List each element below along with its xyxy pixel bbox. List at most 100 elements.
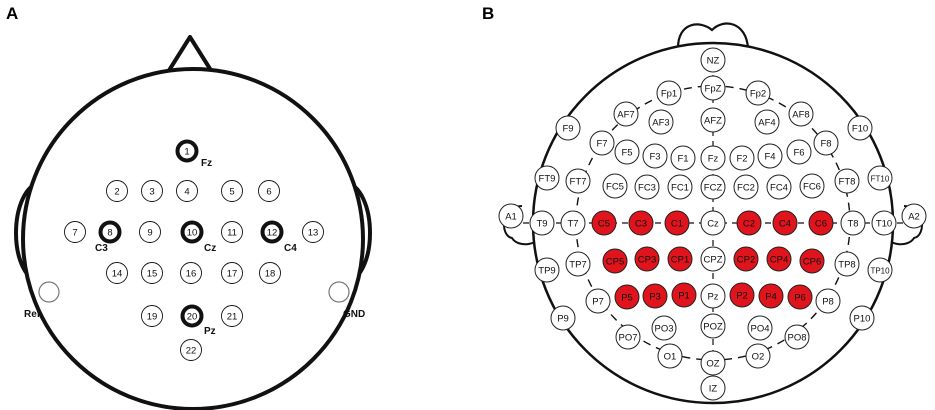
- electrode-label: 21: [227, 312, 238, 323]
- electrode-f8: F8: [813, 130, 839, 156]
- electrode-p5: P5: [614, 284, 640, 310]
- cz-label: Cz: [204, 243, 216, 254]
- electrode-circle: [786, 139, 812, 165]
- electrode-p8: P8: [815, 288, 841, 314]
- electrode-label: FT10: [871, 175, 890, 184]
- electrode-label: 6: [266, 187, 271, 198]
- electrode-tp7: TP7: [565, 251, 591, 277]
- electrode-iz: IZ: [700, 375, 726, 401]
- electrode-label: A2: [908, 212, 920, 223]
- electrode-label: F2: [736, 154, 747, 165]
- electrode-circle: [258, 180, 280, 202]
- electrode-13: 13: [302, 221, 324, 243]
- electrode-7: 7: [64, 221, 86, 243]
- electrode-circle: [736, 210, 762, 236]
- electrode-af3: AF3: [648, 109, 674, 135]
- electrode-label: P7: [592, 297, 604, 308]
- electrode-label: 20: [187, 312, 198, 323]
- electrode-p6: P6: [787, 284, 813, 310]
- electrode-circle: [613, 101, 639, 127]
- electrode-circle: [700, 350, 726, 376]
- electrode-circle: [614, 139, 640, 165]
- electrode-label: F1: [677, 154, 688, 165]
- electrode-label: T10: [876, 219, 892, 230]
- electrode-21: 21: [221, 305, 243, 327]
- electrode-circle: [221, 262, 243, 284]
- electrode-circle: [799, 173, 825, 199]
- electrode-label: 3: [149, 187, 154, 198]
- electrode-label: PO4: [750, 324, 769, 335]
- electrode-circle: [628, 210, 654, 236]
- electrode-label: NZ: [707, 56, 720, 67]
- electrode-label: AFZ: [704, 116, 722, 127]
- electrode-circle: [498, 203, 524, 229]
- electrode-label: C5: [598, 219, 610, 230]
- electrode-22: 22: [180, 339, 202, 361]
- electrode-p3: P3: [642, 283, 668, 309]
- electrode-circle: [754, 109, 780, 135]
- electrode-ft7: FT7: [565, 168, 591, 194]
- electrode-label: POZ: [703, 322, 723, 333]
- electrode-fc3: FC3: [634, 174, 660, 200]
- electrode-circle: [141, 262, 163, 284]
- electrode-circle: [565, 168, 591, 194]
- electrode-label: 14: [112, 269, 123, 280]
- electrode-label: F9: [562, 124, 573, 135]
- electrode-circle: [815, 288, 841, 314]
- electrode-circle: [651, 315, 677, 341]
- electrode-label: T9: [536, 219, 547, 230]
- electrode-2: 2: [106, 180, 128, 202]
- nose-outline-b: [676, 22, 750, 49]
- electrode-label: T7: [567, 219, 578, 230]
- electrode-label: 8: [107, 228, 112, 239]
- electrode-label: A1: [505, 212, 517, 223]
- electrode-label: CP2: [737, 255, 755, 266]
- electrode-circle: [664, 210, 690, 236]
- electrode-ft9: FT9: [534, 165, 560, 191]
- electrode-label: 10: [187, 228, 198, 239]
- electrode-circle: [221, 180, 243, 202]
- electrode-f4: F4: [757, 143, 783, 169]
- electrode-circle: [700, 246, 726, 272]
- electrode-label: F10: [852, 124, 868, 135]
- electrode-circle: [747, 315, 773, 341]
- electrode-label: AF4: [758, 118, 775, 129]
- electrode-label: FpZ: [705, 84, 722, 95]
- electrode-circle: [648, 109, 674, 135]
- electrode-f3: F3: [642, 143, 668, 169]
- electrode-label: 15: [147, 269, 158, 280]
- electrode-circle: [671, 282, 697, 308]
- ref-electrode: [38, 281, 60, 303]
- electrode-label: TP8: [838, 260, 855, 271]
- electrode-circle: [772, 210, 798, 236]
- electrode-o1: O1: [657, 343, 683, 369]
- electrode-c6: C6: [808, 210, 834, 236]
- electrode-circle: [139, 221, 161, 243]
- electrode-af7: AF7: [613, 101, 639, 127]
- electrode-c5: C5: [591, 210, 617, 236]
- electrode-circle: [700, 313, 726, 339]
- electrode-label: AF7: [617, 110, 634, 121]
- electrode-ft8: FT8: [834, 168, 860, 194]
- electrode-1: 1: [175, 139, 199, 163]
- electrode-label: C4: [779, 219, 791, 230]
- electrode-c1: C1: [664, 210, 690, 236]
- electrode-label: FC6: [803, 182, 821, 193]
- panel-a-letter: A: [6, 4, 18, 23]
- electrode-c3: C3: [628, 210, 654, 236]
- electrode-p4: P4: [758, 283, 784, 309]
- electrode-label: P3: [649, 292, 661, 303]
- c4-label: C4: [284, 243, 297, 254]
- electrode-fc4: FC4: [766, 174, 792, 200]
- electrode-label: O2: [752, 352, 765, 363]
- electrode-circle: [787, 284, 813, 310]
- electrode-17: 17: [221, 262, 243, 284]
- electrode-circle: [700, 107, 726, 133]
- electrode-circle: [700, 145, 726, 171]
- electrode-label: CP6: [803, 257, 821, 268]
- electrode-circle: [176, 180, 198, 202]
